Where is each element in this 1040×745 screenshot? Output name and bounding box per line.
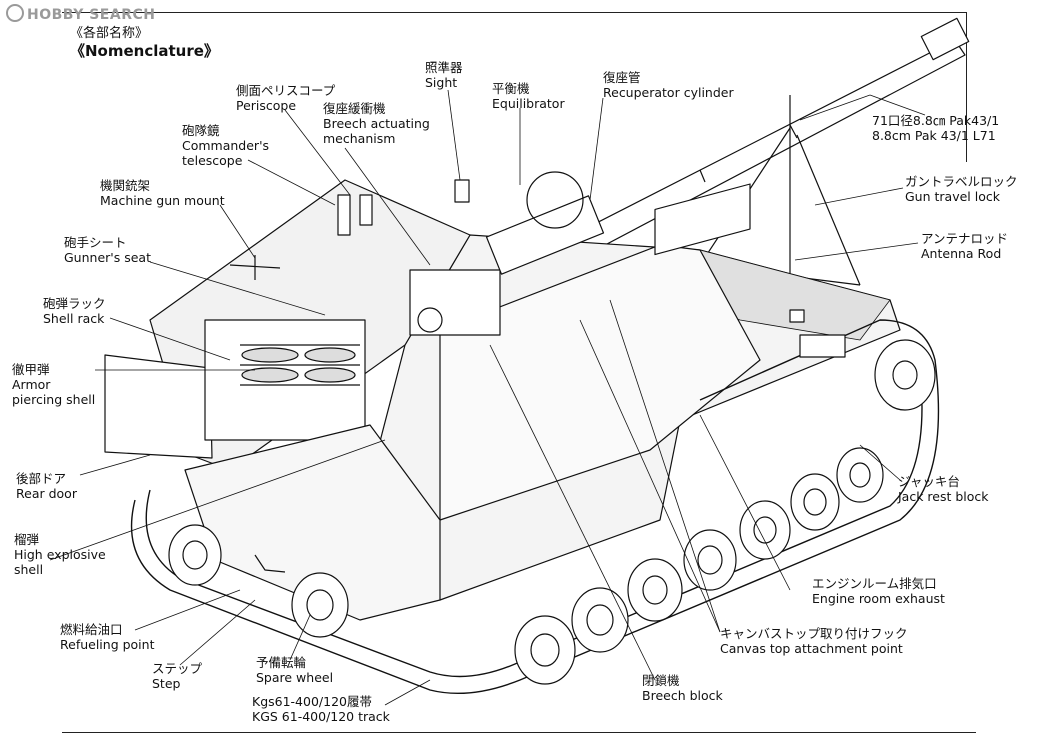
label-armor-piercing: 徹甲弾 Armor piercing shell — [12, 362, 96, 407]
antenna-base — [789, 309, 805, 323]
label-step: ステップ Step — [152, 661, 203, 691]
label-gun: 71口径8.8㎝ Pak43/1 8.8cm Pak 43/1 L71 — [872, 113, 1000, 143]
label-sight: 照準器 Sight — [425, 60, 463, 90]
label-commander-telescope: 砲隊鏡 Commander's telescope — [182, 123, 270, 168]
road-wheels — [168, 339, 936, 685]
engine-grille — [654, 183, 751, 256]
leader-lines — [49, 89, 926, 706]
label-shell-rack: 砲弾ラック Shell rack — [43, 296, 106, 326]
label-periscope: 側面ペリスコープ Periscope — [236, 83, 336, 113]
label-recuperator: 復座管 Recuperator cylinder — [603, 70, 734, 100]
label-breech-actuating: 復座緩衝機 Breech actuating mechanism — [323, 101, 430, 146]
label-breech-block: 閉鎖機 Breech block — [642, 673, 723, 703]
title-english: 《Nomenclature》 — [70, 42, 219, 60]
label-rear-door: 後部ドア Rear door — [16, 471, 77, 501]
label-engine-exhaust: エンジンルーム排気口 Engine room exhaust — [812, 576, 945, 606]
label-jack-rest: ジャッキ台 Jack rest block — [898, 474, 989, 504]
upper-details — [229, 179, 470, 280]
frame-bottom-rule — [62, 732, 976, 733]
track — [130, 319, 940, 694]
frame-top-rule — [62, 12, 967, 13]
label-refueling: 燃料給油口 Refueling point — [60, 622, 155, 652]
rear-door — [104, 354, 213, 459]
label-high-explosive: 榴弾 High explosive shell — [14, 532, 106, 577]
label-gunner-seat: 砲手シート Gunner's seat — [64, 235, 151, 265]
label-equilibrator: 平衡機 Equilibrator — [492, 81, 565, 111]
shell-rack — [204, 319, 366, 441]
watermark-logo-icon — [6, 4, 24, 22]
label-antenna: アンテナロッド Antenna Rod — [921, 231, 1009, 261]
label-track: Kgs61-400/120履帯 KGS 61-400/120 track — [252, 694, 390, 724]
step — [254, 554, 286, 573]
title-japanese: 《各部名称》 — [70, 26, 149, 41]
frame-right-rule — [966, 12, 967, 162]
label-mg-mount: 機関銃架 Machine gun mount — [100, 178, 225, 208]
spare-wheel — [291, 572, 349, 638]
jack-block — [799, 334, 846, 358]
label-gun-travel-lock: ガントラベルロック Gun travel lock — [905, 174, 1018, 204]
label-canvas-top: キャンバストップ取り付けフック Canvas top attachment po… — [720, 626, 908, 656]
label-spare-wheel: 予備転輪 Spare wheel — [256, 655, 334, 685]
watermark: HOBBY SEARCH — [6, 4, 155, 23]
gun-breech — [409, 171, 605, 336]
